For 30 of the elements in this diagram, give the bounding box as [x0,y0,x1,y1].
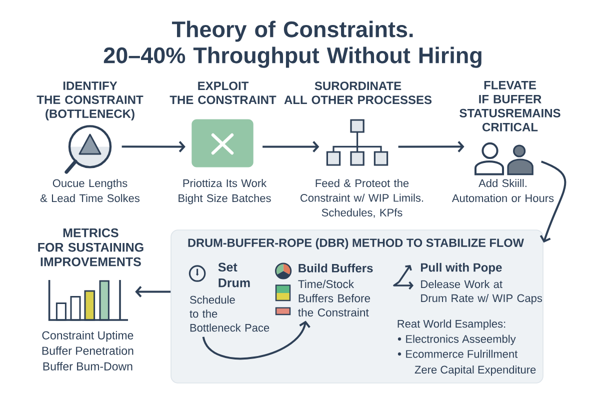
item-description: Time/Stock Buffers Before the Constraint [298,280,370,316]
step-description: Add Skiill. Automation or Hours [452,179,554,202]
item-description: Schedule to the Bottleneck Pace [190,296,270,332]
section-label: Reat World Esamples: [398,320,506,330]
arrow [262,141,320,152]
list-item: Electronics Asseembly [406,334,516,346]
metric-label: Buffer Penetration [42,346,134,355]
arrow [398,141,464,152]
step-heading: FLEVATE IF BUFFER STATUSREMAINS CRITICAL [460,81,560,132]
step-description: Priottiza Its Work Bight Size Batches [178,179,271,204]
curved-arrow [202,320,310,360]
list-item: Ecommerce Fulrillment [406,350,518,358]
title: Theory of Constraints. 20–40% Throughput Without Hiring [104,20,482,68]
list-item: Zere Capital Expenditure [414,366,536,376]
item-heading: Build Buffers [298,264,373,272]
arrow [135,286,171,298]
item-heading: Pull with Pope [421,262,502,274]
step-description: Oucue Lengths & Lead Time Solkes [40,179,140,202]
metric-label: Buffer Bum-Down [43,362,132,370]
metric-label: Constraint Uptime [42,331,134,342]
curved-arrow [540,160,566,243]
step-heading: IDENTIFY THE CONSTRAINT (BOTTLENECK) [36,82,144,120]
panel-heading: DRUM-BUFFER-ROPE (DBR) METHOD TO STABILIZE FLOW [188,238,524,250]
item-heading: Set Drum [218,262,250,288]
item-description: Delease Work at Drum Rate w/ WIP Caps [421,280,542,304]
step-heading: SURORDINATE ALL OTHER PROCESSES [284,82,432,104]
step-heading: EXPLOIT THE CONSTRAINT [170,82,276,104]
arrow [122,141,186,152]
step-heading: METRICS FOR SUSTAINING IMPROVEMENTS [38,228,144,266]
step-description: Feed & Proteot the Constraint w/ WIP Limils. Schedules, KPfs [300,179,424,218]
